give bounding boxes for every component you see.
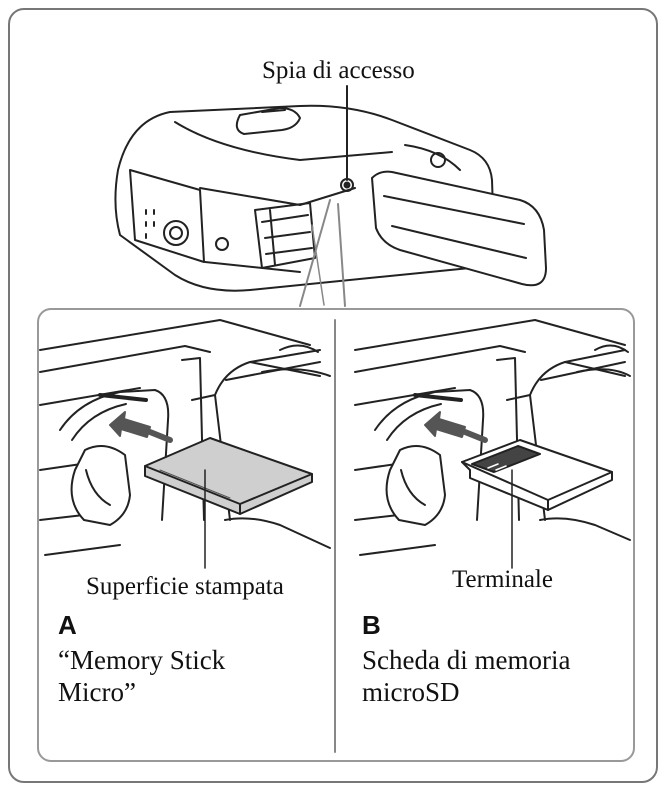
panel-a-letter: A bbox=[58, 610, 77, 640]
access-lamp-label: Spia di accesso bbox=[262, 57, 415, 84]
detail-frame bbox=[37, 308, 635, 762]
outer-frame bbox=[8, 8, 658, 783]
panel-a-illustration bbox=[39, 319, 331, 569]
panel-b-caption-line2: microSD bbox=[362, 677, 460, 707]
terminal-label: Terminale bbox=[452, 566, 553, 593]
panel-b-letter: B bbox=[362, 610, 381, 640]
printed-surface-label: Superficie stampata bbox=[86, 573, 284, 600]
panel-a-caption-line2: Micro” bbox=[58, 677, 136, 707]
panel-b-caption-line1: Scheda di memoria bbox=[362, 645, 571, 675]
panel-a-caption-line1: “Memory Stick bbox=[58, 645, 226, 675]
camera-body bbox=[114, 85, 547, 292]
panel-b-illustration bbox=[354, 319, 631, 569]
